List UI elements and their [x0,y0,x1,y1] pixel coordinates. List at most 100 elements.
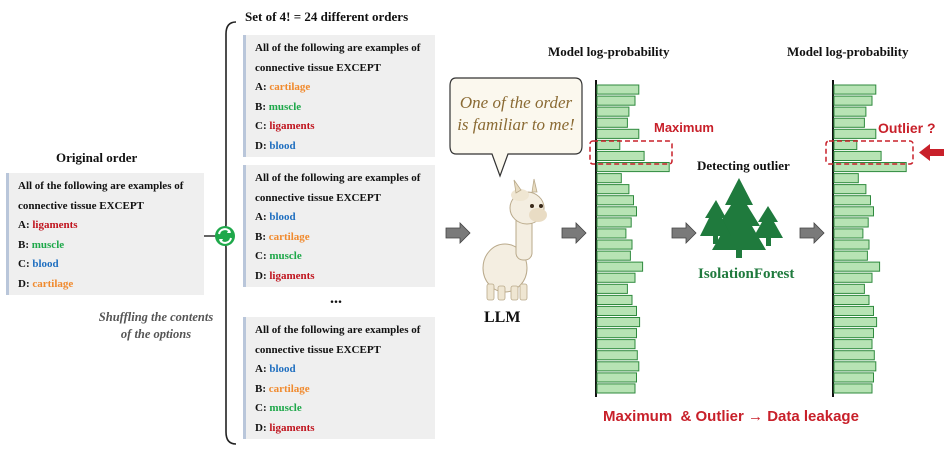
chart-bar [833,117,865,128]
chart-bar [596,272,636,283]
chart-bar [596,239,633,250]
chart-bar [596,339,636,350]
chart-bar [596,84,640,95]
chart-bar [596,283,628,294]
chart-bar [833,339,873,350]
isolation-forest-label: IsolationForest [698,266,795,282]
option-a: A: blood [255,211,296,223]
alpaca-icon [482,178,547,301]
option-c: C: ligaments [255,120,315,132]
arrow-to-detector [671,222,697,244]
chart-bar [833,317,878,328]
set-title: Set of 4! = 24 different orders [245,9,409,24]
chart-bar [596,139,621,150]
option-b: B: cartilage [255,382,310,395]
question-text: All of the following are examples of con… [255,324,421,356]
chart-bar [833,106,867,117]
arrow-to-chart1 [561,222,587,244]
chart-bar [596,383,636,394]
chart-bar [596,228,627,239]
chart2-outlier-box [825,140,914,165]
chart-bar [596,350,638,361]
ellipsis: ... [330,290,342,307]
option-a: A: cartilage [255,81,311,93]
chart2-bars [833,84,907,394]
chart2-title: Model log-probability [787,44,909,59]
chart-bar [596,294,633,305]
chart1-bars [596,84,670,394]
chart-bar [833,139,858,150]
chart-bar [596,184,630,195]
chart-bar [833,283,865,294]
chart-bar [596,206,637,217]
detector-title: Detecting outlier [697,158,790,173]
option-b: B: muscle [18,238,65,251]
option-d: D: blood [255,139,296,152]
chart-bar [833,305,874,316]
chart-bar [596,195,634,206]
chart-bar [833,383,873,394]
chart-bar [596,261,644,272]
chart-bar [833,150,882,161]
chart-bar [833,328,874,339]
chart-bar [596,361,640,372]
speech-bubble [449,77,583,178]
question-text: All of the following are examples of con… [18,180,184,212]
option-d: D: cartilage [18,277,74,290]
chart1-maximum-box [589,140,673,165]
chart-bar [833,372,874,383]
arrow-to-chart2 [799,222,825,244]
original-order-title: Original order [56,150,138,165]
conclusion-text: Maximum & Outlier → Data leakage [603,408,859,425]
chart-bar [596,305,637,316]
chart-bar [833,250,868,261]
shuffled-card-2: All of the following are examples of con… [243,165,435,287]
chart-bar [833,217,869,228]
chart-bar [596,217,632,228]
chart-bar [833,206,874,217]
option-a: A: blood [255,363,296,375]
arrow-to-llm [445,222,471,244]
chart-bar [596,150,645,161]
option-d: D: ligaments [255,421,315,434]
chart-bar [833,162,907,173]
chart1-title: Model log-probability [548,44,670,59]
option-b: B: muscle [255,100,302,113]
chart-bar [833,228,864,239]
chart-bar [833,95,873,106]
shuffle-icon [215,226,235,246]
shuffled-card-3: All of the following are examples of con… [243,317,435,439]
chart-bar [833,128,877,139]
chart-bar [833,173,859,184]
option-c: C: muscle [255,402,302,414]
question-text: All of the following are examples of con… [255,172,421,204]
chart-bar [833,361,877,372]
chart-bar [833,261,881,272]
chart-bar [596,162,670,173]
chart-bar [596,117,628,128]
question-text: All of the following are examples of con… [255,42,421,74]
option-a: A: ligaments [18,219,78,231]
chart1-maximum-label: Maximum [654,120,714,135]
chart-bar [833,350,875,361]
chart-bar [596,106,630,117]
chart-bar [596,95,636,106]
chart-bar [833,195,871,206]
chart-bar [596,173,622,184]
shuffled-card-1: All of the following are examples of con… [243,35,435,157]
chart-bar [596,250,631,261]
option-c: C: muscle [255,250,302,262]
outlier-arrow-icon [919,144,944,161]
chart-bar [833,239,870,250]
chart-bar [833,294,870,305]
option-b: B: cartilage [255,230,310,243]
llm-label: LLM [484,309,521,326]
chart-bar [833,84,877,95]
chart-bar [596,372,637,383]
chart-bar [596,128,640,139]
option-c: C: blood [18,258,59,270]
option-d: D: ligaments [255,269,315,282]
forest-icon [700,178,783,258]
